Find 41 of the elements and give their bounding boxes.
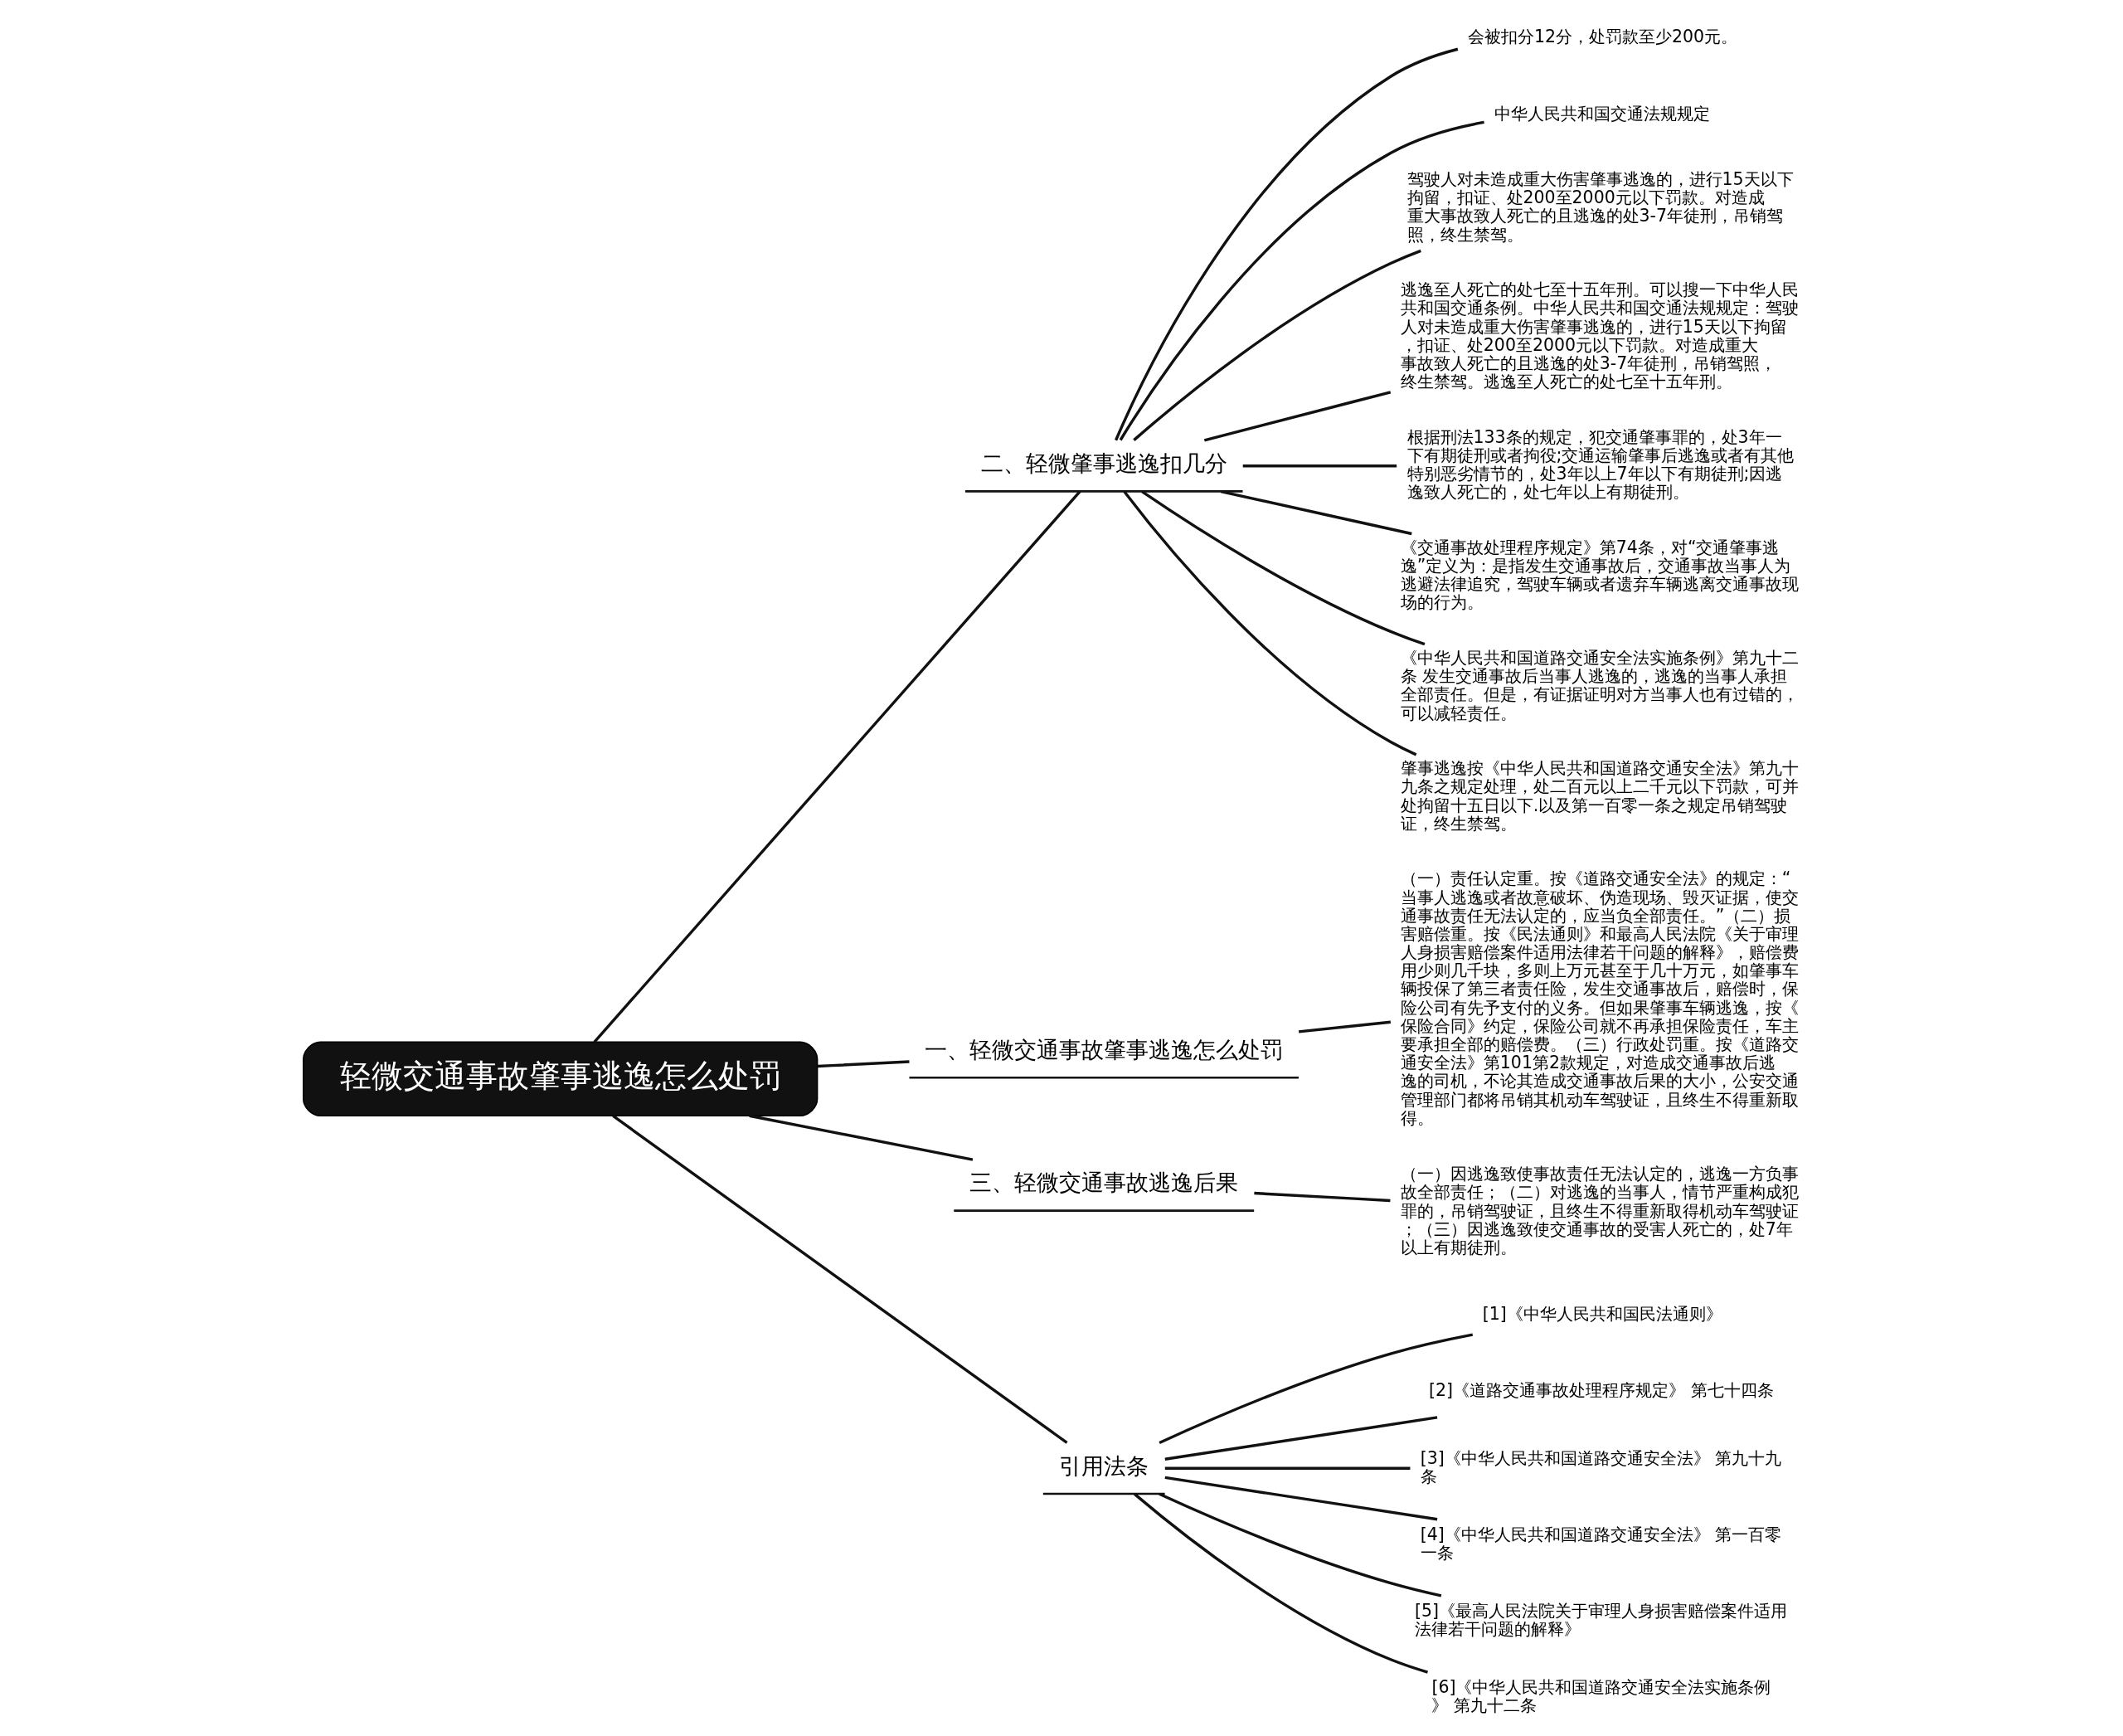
node-text: 肇事逃逸按《中华人民共和国道路交通安全法》第九十九条之规定处理，处二百元以上二千元以下罚款，可并处拘留十五日以下.以及第一百零一条之规定吊销驾驶证，终生禁驾。 bbox=[1400, 758, 1799, 834]
connector bbox=[1119, 120, 1484, 441]
connector bbox=[1220, 489, 1412, 536]
connector bbox=[817, 1060, 910, 1068]
node-text: [4]《中华人民共和国道路交通安全法》 第一百零一条 bbox=[1420, 1524, 1782, 1563]
connector bbox=[1254, 1191, 1391, 1203]
connector bbox=[593, 490, 1081, 1043]
connector bbox=[1159, 1333, 1474, 1444]
connector bbox=[1164, 1476, 1438, 1521]
node-text: （一）因逃逸致使事故责任无法认定的，逃逸一方负事故全部责任；（二）对逃逸的当事人，情节严重构成犯罪的，吊销驾驶证，且终生不得重新取得机动车驾驶证；（三）因逃逸致使交通事故的受害人死亡的，处7年以上有期徒刑。 bbox=[1400, 1164, 1799, 1258]
connector bbox=[1242, 464, 1397, 468]
node-text: [1]《中华人民共和国民法通则》 bbox=[1482, 1304, 1722, 1325]
node-text: [5]《最高人民法院关于审理人身损害赔偿案件适用法律若干问题的解释》 bbox=[1414, 1600, 1787, 1640]
connector bbox=[1133, 249, 1421, 441]
node-text: 会被扣分12分，处罚款至少200元。 bbox=[1467, 27, 1738, 47]
connector bbox=[749, 1114, 974, 1161]
node-text: 中华人民共和国交通法规规定 bbox=[1494, 103, 1710, 124]
node-text: 逃逸至人死亡的处七至十五年刑。可以搜一下中华人民共和国交通条例。中华人民共和国交通法规规定：驾驶人对未造成重大伤害肇事逃逸的，进行15天以下拘留，扣证、处200至2000元以下罚款。对造成重大事故致人死亡的且逃逸的处3-7年徒刑，吊销驾照，终生禁驾。逃逸至人死亡的处七至十五年刑。 bbox=[1400, 280, 1799, 392]
node-text: 根据刑法133条的规定，犯交通肇事罪的，处3年一下有期徒刑或者拘役;交通运输肇事后逃逸或者有其他特别恶劣情节的，处3年以上7年以下有期徒刑;因逃逸致人死亡的，处七年以上有期徒刑。 bbox=[1406, 426, 1795, 503]
connector bbox=[1298, 1020, 1392, 1033]
connector bbox=[1115, 47, 1459, 441]
connector bbox=[1134, 1493, 1428, 1674]
node-text: 三、轻微交通事故逃逸后果 bbox=[969, 1169, 1239, 1196]
node-text: 二、轻微肇事逃逸扣几分 bbox=[980, 450, 1227, 477]
connector bbox=[612, 1115, 1068, 1444]
node-text: [3]《中华人民共和国道路交通安全法》 第九十九条 bbox=[1420, 1447, 1782, 1486]
connector bbox=[1164, 1466, 1411, 1471]
connector bbox=[1141, 490, 1426, 646]
node-text: [2]《道路交通事故处理程序规定》 第七十四条 bbox=[1429, 1380, 1774, 1401]
node-text: 一、轻微交通事故肇事逃逸怎么处罚 bbox=[925, 1036, 1284, 1063]
connector bbox=[1123, 490, 1417, 756]
connector bbox=[1164, 1416, 1438, 1461]
node-text: 《交通事故处理程序规定》第74条，对“交通肇事逃逸”定义为：是指发生交通事故后，交通事故当事人为逃避法律追究，驾驶车辆或者遗弃车辆逃离交通事故现场的行为。 bbox=[1400, 537, 1799, 613]
node-box: 轻微交通事故肇事逃逸怎么处罚 bbox=[302, 1041, 819, 1117]
node-text: 引用法条 bbox=[1058, 1452, 1149, 1479]
node-text: （一）责任认定重。按《道路交通安全法》的规定：“当事人逃逸或者故意破坏、伪造现场、毁灭证据，使交通事故责任无法认定的，应当负全部责任。”（二）损害赔偿重。按《民法通则》和最高人民法院《关于审理人身损害赔偿案件适用法律若干问题的解释》，赔偿费用少则几千块，多则上万元甚至于几十万元，如肇事车辆投保了第三者责任险，发生交通事故后，赔偿时，保险公司有先予支付的义务。但如果肇事车辆逃逸，按《保险合同》约定，保险公司就不再承担保险责任，车主要承担全部的赔偿费。（三）行政处罚重。按《道路交通安全法》第101第2款规定，对造成交通事故后逃逸的司机，不论其造成交通事故后果的大小，公安交通管理部门都将吊销其机动车驾驶证，且终生不得重新取得。 bbox=[1400, 868, 1799, 1128]
connector bbox=[1203, 391, 1392, 442]
connector bbox=[1159, 1492, 1442, 1597]
node-text: 《中华人民共和国道路交通安全法实施条例》第九十二条 发生交通事故后当事人逃逸的，逃逸的当事人承担全部责任。但是，有证据证明对方当事人也有过错的，可以减轻责任。 bbox=[1400, 647, 1799, 723]
node-text: [6]《中华人民共和国道路交通安全法实施条例》 第九十二条 bbox=[1431, 1677, 1771, 1716]
node-text: 驾驶人对未造成重大伤害肇事逃逸的，进行15天以下拘留，扣证、处200至2000元以下罚款。对造成重大事故致人死亡的且逃逸的处3-7年徒刑，吊销驾照，终生禁驾。 bbox=[1406, 168, 1794, 245]
